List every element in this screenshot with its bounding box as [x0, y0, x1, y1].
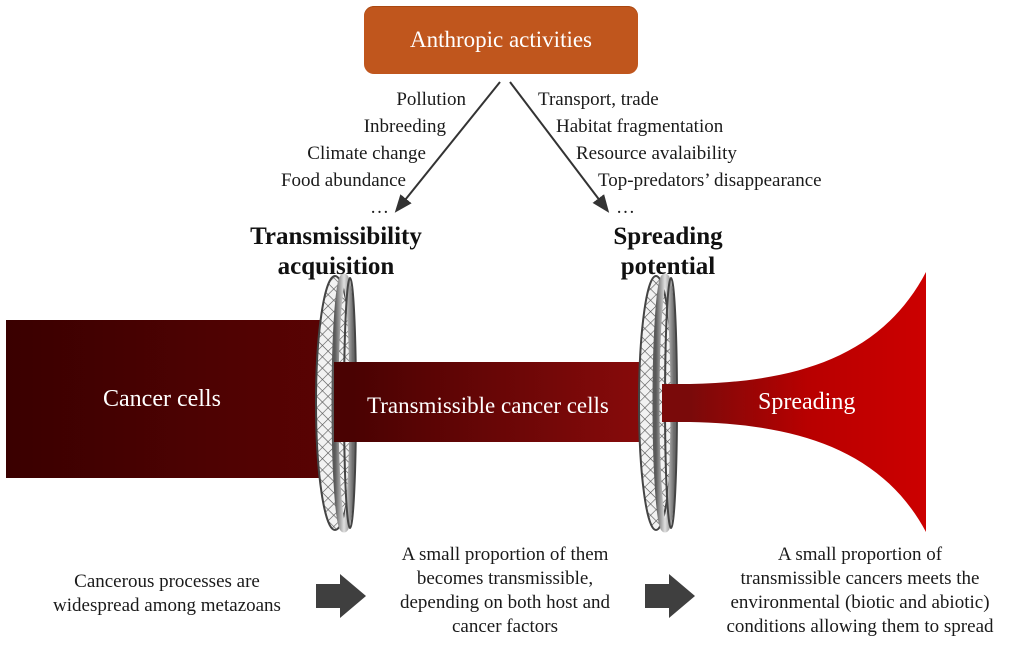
factor-right-3: Resource avalaibility	[576, 143, 737, 164]
caption-middle: A small proportion of them becomes trans…	[370, 543, 640, 639]
factor-left-2: Inbreeding	[363, 116, 446, 137]
caption-right-line4: conditions allowing them to spread	[726, 616, 994, 637]
arrow-to-spreading	[509, 81, 610, 213]
factor-right-1: Transport, trade	[538, 89, 659, 110]
spreading-heading: Spreading potential	[566, 222, 770, 282]
anthropic-activities-label: Anthropic activities	[409, 27, 593, 52]
factor-left-ellipsis: …	[370, 197, 389, 218]
transmissible-cells-label: Transmissible cancer cells	[367, 393, 609, 418]
factor-left-3: Climate change	[307, 143, 426, 164]
caption-right-line1: A small proportion of	[777, 544, 943, 565]
bottom-arrow-right	[645, 574, 695, 618]
bottom-arrow-left	[316, 574, 366, 618]
factor-right-4: Top-predators’ disappearance	[598, 170, 822, 191]
factor-left-4: Food abundance	[280, 170, 406, 191]
transmissible-cells-block	[353, 362, 663, 442]
caption-left: Cancerous processes are widespread among…	[22, 570, 312, 618]
spreading-label: Spreading	[758, 389, 856, 415]
anthropic-activities-box: Anthropic activities	[364, 6, 638, 74]
arrow-to-transmissibility	[394, 81, 501, 213]
caption-left-line1: Cancerous processes are	[74, 571, 260, 592]
factor-right-ellipsis: …	[616, 197, 635, 218]
spreading-heading-line1: Spreading	[613, 223, 723, 250]
factor-left-1: Pollution	[396, 89, 466, 110]
caption-right: A small proportion of transmissible canc…	[700, 543, 1020, 639]
caption-middle-line3: depending on both host and	[399, 592, 611, 613]
spreading-heading-line2: potential	[620, 253, 716, 280]
caption-right-line2: transmissible cancers meets the	[740, 568, 980, 589]
transmissibility-heading-line1: Transmissibility	[250, 223, 422, 250]
connector-right	[662, 384, 692, 422]
caption-middle-line2: becomes transmissible,	[416, 568, 594, 589]
factor-right-2: Habitat fragmentation	[556, 116, 724, 137]
connector-left	[334, 362, 354, 442]
caption-middle-line1: A small proportion of them	[401, 544, 609, 565]
caption-left-line2: widespread among metazoans	[53, 595, 281, 616]
caption-right-line3: environmental (biotic and abiotic)	[730, 592, 990, 613]
spreading-horn	[690, 272, 926, 532]
transmissibility-heading-line2: acquisition	[277, 253, 395, 280]
transmissibility-heading: Transmissibility acquisition	[224, 222, 448, 282]
cancer-cells-label: Cancer cells	[103, 386, 221, 412]
caption-middle-line4: cancer factors	[451, 616, 558, 637]
cancer-cells-block	[6, 320, 336, 478]
